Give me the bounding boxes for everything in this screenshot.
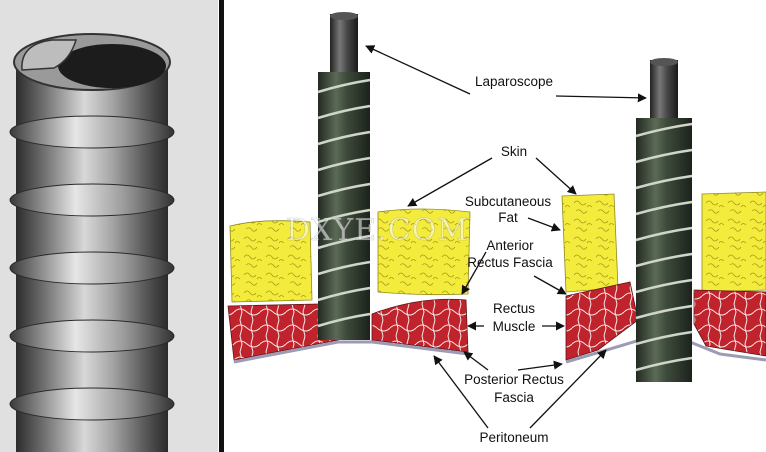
label-subcutaneous: Subcutaneous xyxy=(465,194,552,209)
trocar-opening xyxy=(58,44,166,88)
cannula-left xyxy=(318,12,370,340)
label-posterior-rectus: Posterior Rectus xyxy=(464,372,564,387)
label-rectus-fascia: Rectus Fascia xyxy=(467,255,553,270)
panel-divider xyxy=(219,0,224,452)
trocar-photo xyxy=(0,0,218,452)
label-fat: Fat xyxy=(498,210,518,225)
label-laparoscope: Laparoscope xyxy=(475,74,553,89)
label-posterior-fascia: Fascia xyxy=(494,390,534,405)
label-rectus: Rectus xyxy=(493,301,535,316)
tissue-layers-diagram: Laparoscope Skin Subcutaneous Fat Anteri… xyxy=(228,12,766,445)
cannula-right xyxy=(636,58,692,382)
label-skin: Skin xyxy=(501,144,527,159)
label-anterior: Anterior xyxy=(486,238,534,253)
label-muscle: Muscle xyxy=(493,319,536,334)
watermark: DXYE.COM xyxy=(286,213,469,248)
label-peritoneum: Peritoneum xyxy=(479,430,548,445)
